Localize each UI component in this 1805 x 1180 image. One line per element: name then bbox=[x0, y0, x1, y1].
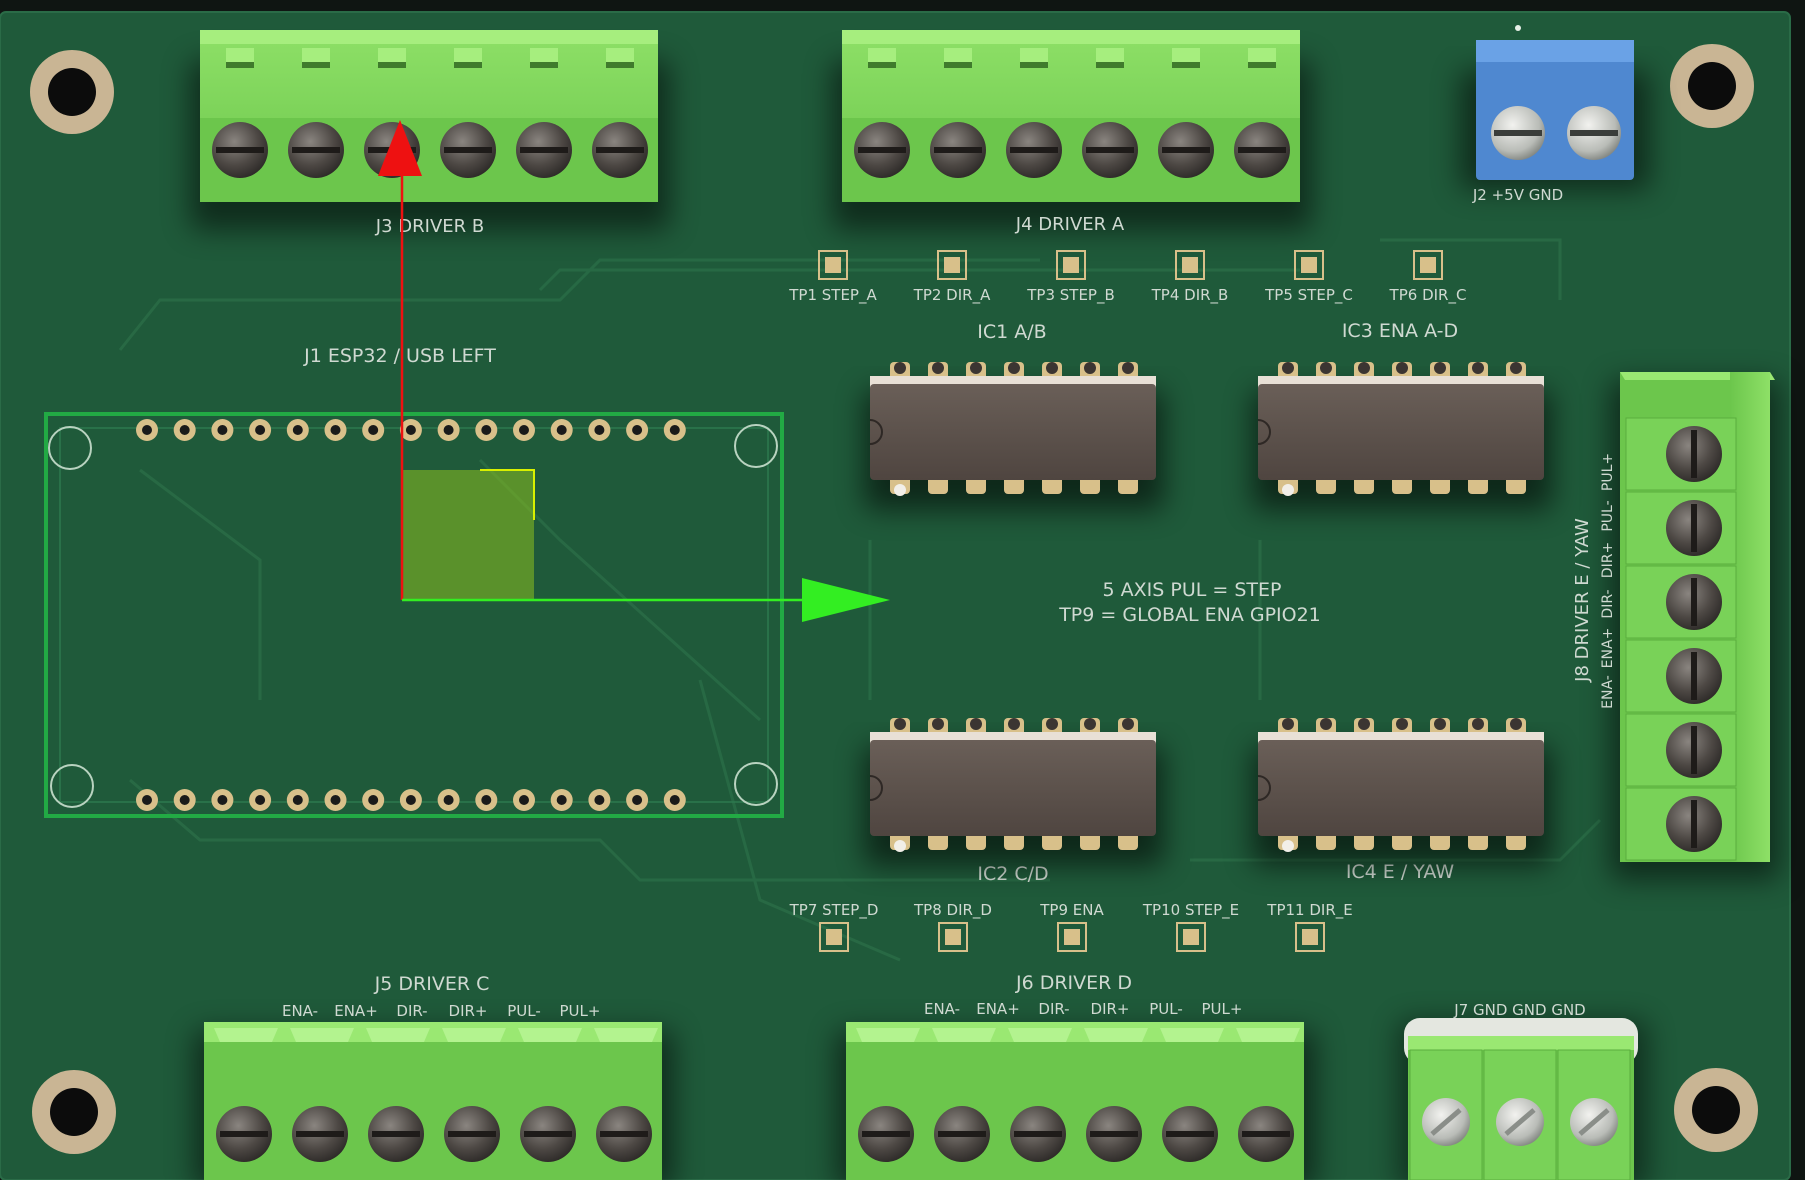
testpoint-pad[interactable] bbox=[937, 250, 967, 280]
j5-pin-label: DIR- bbox=[396, 1002, 427, 1020]
translate-arrows-icon[interactable] bbox=[378, 120, 890, 622]
testpoint-pad[interactable] bbox=[1175, 250, 1205, 280]
j6-pin-label: PUL+ bbox=[1202, 1000, 1243, 1018]
ic1-label: IC1 A/B bbox=[977, 321, 1046, 343]
testpoint-pad[interactable] bbox=[1413, 250, 1443, 280]
j8-pin-label: ENA+ bbox=[1600, 628, 1616, 669]
j6-pin-label: ENA+ bbox=[976, 1000, 1020, 1018]
testpoint-label: TP2 DIR_A bbox=[913, 286, 991, 305]
j6-pin-label: PUL- bbox=[1149, 1000, 1183, 1018]
terminal-block-j6[interactable] bbox=[836, 1022, 1316, 1180]
testpoint-pad[interactable] bbox=[819, 922, 849, 952]
ic4-label: IC4 E / YAW bbox=[1346, 861, 1455, 883]
testpoint-label: TP10 STEP_E bbox=[1142, 901, 1239, 920]
testpoint-label: TP3 STEP_B bbox=[1026, 286, 1115, 305]
j6-pin-label: DIR+ bbox=[1091, 1000, 1130, 1018]
testpoint-label: TP11 DIR_E bbox=[1266, 901, 1352, 920]
mounting-hole-top-left bbox=[30, 50, 114, 134]
terminal-block-j7[interactable] bbox=[1398, 1018, 1648, 1180]
j2-label: J2 +5V GND bbox=[1472, 186, 1563, 204]
j4-label: J4 DRIVER A bbox=[1015, 214, 1125, 235]
terminal-block-j2[interactable] bbox=[1460, 25, 1650, 190]
testpoints-bottom: TP7 STEP_D TP8 DIR_D TP9 ENA TP10 STEP_E TP1… bbox=[789, 901, 1353, 952]
j5-pin-label: PUL- bbox=[507, 1002, 541, 1020]
j3-label: J3 DRIVER B bbox=[375, 216, 484, 237]
j5-label: J5 DRIVER C bbox=[374, 973, 490, 995]
ic2-label: IC2 C/D bbox=[977, 863, 1048, 885]
testpoint-label: TP5 STEP_C bbox=[1264, 286, 1353, 305]
pcb-board bbox=[0, 12, 1790, 1180]
j7-label: J7 GND GND GND bbox=[1453, 1001, 1585, 1019]
testpoint-label: TP6 DIR_C bbox=[1389, 286, 1467, 305]
ic3-chip[interactable] bbox=[1252, 362, 1552, 510]
mounting-hole-top-right bbox=[1670, 44, 1754, 128]
j5-pin-label: DIR+ bbox=[449, 1002, 488, 1020]
j8-pin-label: DIR+ bbox=[1600, 542, 1616, 578]
testpoint-label: TP1 STEP_A bbox=[788, 286, 877, 305]
testpoint-label: TP4 DIR_B bbox=[1151, 286, 1229, 305]
j6-pin-label: ENA- bbox=[924, 1000, 960, 1018]
j8-pin-label: DIR- bbox=[1600, 589, 1616, 618]
gizmo-y-arrowhead[interactable] bbox=[378, 120, 422, 176]
testpoint-pad[interactable] bbox=[1176, 922, 1206, 952]
j5-pin-label: PUL+ bbox=[560, 1002, 601, 1020]
testpoint-pad[interactable] bbox=[938, 922, 968, 952]
j6-pin-label: DIR- bbox=[1038, 1000, 1069, 1018]
j6-pin-labels: ENA- ENA+ DIR- DIR+ PUL- PUL+ bbox=[924, 1000, 1243, 1018]
testpoint-pad[interactable] bbox=[1056, 250, 1086, 280]
terminal-block-j3[interactable] bbox=[190, 30, 670, 230]
note-line-2: TP9 = GLOBAL ENA GPIO21 bbox=[1058, 604, 1321, 626]
mounting-hole-bottom-right bbox=[1674, 1068, 1758, 1152]
testpoint-pad[interactable] bbox=[818, 250, 848, 280]
j8-pin-label: PUL+ bbox=[1600, 453, 1616, 491]
testpoint-label: TP8 DIR_D bbox=[913, 901, 992, 920]
j8-pin-labels: PUL+ PUL- DIR+ DIR- ENA+ ENA- bbox=[1600, 453, 1616, 709]
terminal-block-j8[interactable] bbox=[1610, 372, 1780, 880]
ic4-chip[interactable] bbox=[1252, 718, 1552, 866]
testpoint-pad[interactable] bbox=[1057, 922, 1087, 952]
terminal-block-j5[interactable] bbox=[194, 1022, 674, 1180]
testpoint-pad[interactable] bbox=[1295, 922, 1325, 952]
terminal-block-j4[interactable] bbox=[832, 30, 1312, 230]
j1-label: J1 ESP32 / USB LEFT bbox=[303, 345, 496, 367]
j5-pin-labels: ENA- ENA+ DIR- DIR+ PUL- PUL+ bbox=[282, 1002, 601, 1020]
gizmo-plane-handle[interactable] bbox=[402, 470, 534, 600]
j8-pin-label: ENA- bbox=[1600, 675, 1616, 709]
testpoint-label: TP7 STEP_D bbox=[789, 901, 879, 920]
testpoint-label: TP9 ENA bbox=[1039, 901, 1104, 919]
ic2-chip[interactable] bbox=[864, 718, 1164, 866]
esp32-module-j1[interactable] bbox=[44, 412, 784, 818]
testpoint-pad[interactable] bbox=[1294, 250, 1324, 280]
j6-label: J6 DRIVER D bbox=[1015, 972, 1132, 994]
mounting-hole-bottom-left bbox=[32, 1070, 116, 1154]
j5-pin-label: ENA- bbox=[282, 1002, 318, 1020]
j5-pin-label: ENA+ bbox=[334, 1002, 378, 1020]
j8-pin-label: PUL- bbox=[1600, 500, 1616, 531]
testpoints-top: TP1 STEP_A TP2 DIR_A TP3 STEP_B TP4 DIR_B TP… bbox=[788, 250, 1467, 305]
ic1-chip[interactable] bbox=[864, 362, 1164, 510]
note-line-1: 5 AXIS PUL = STEP bbox=[1103, 579, 1282, 601]
ic3-label: IC3 ENA A-D bbox=[1342, 320, 1458, 342]
j8-label: J8 DRIVER E / YAW bbox=[1572, 518, 1593, 683]
gizmo-x-arrowhead[interactable] bbox=[802, 578, 890, 622]
